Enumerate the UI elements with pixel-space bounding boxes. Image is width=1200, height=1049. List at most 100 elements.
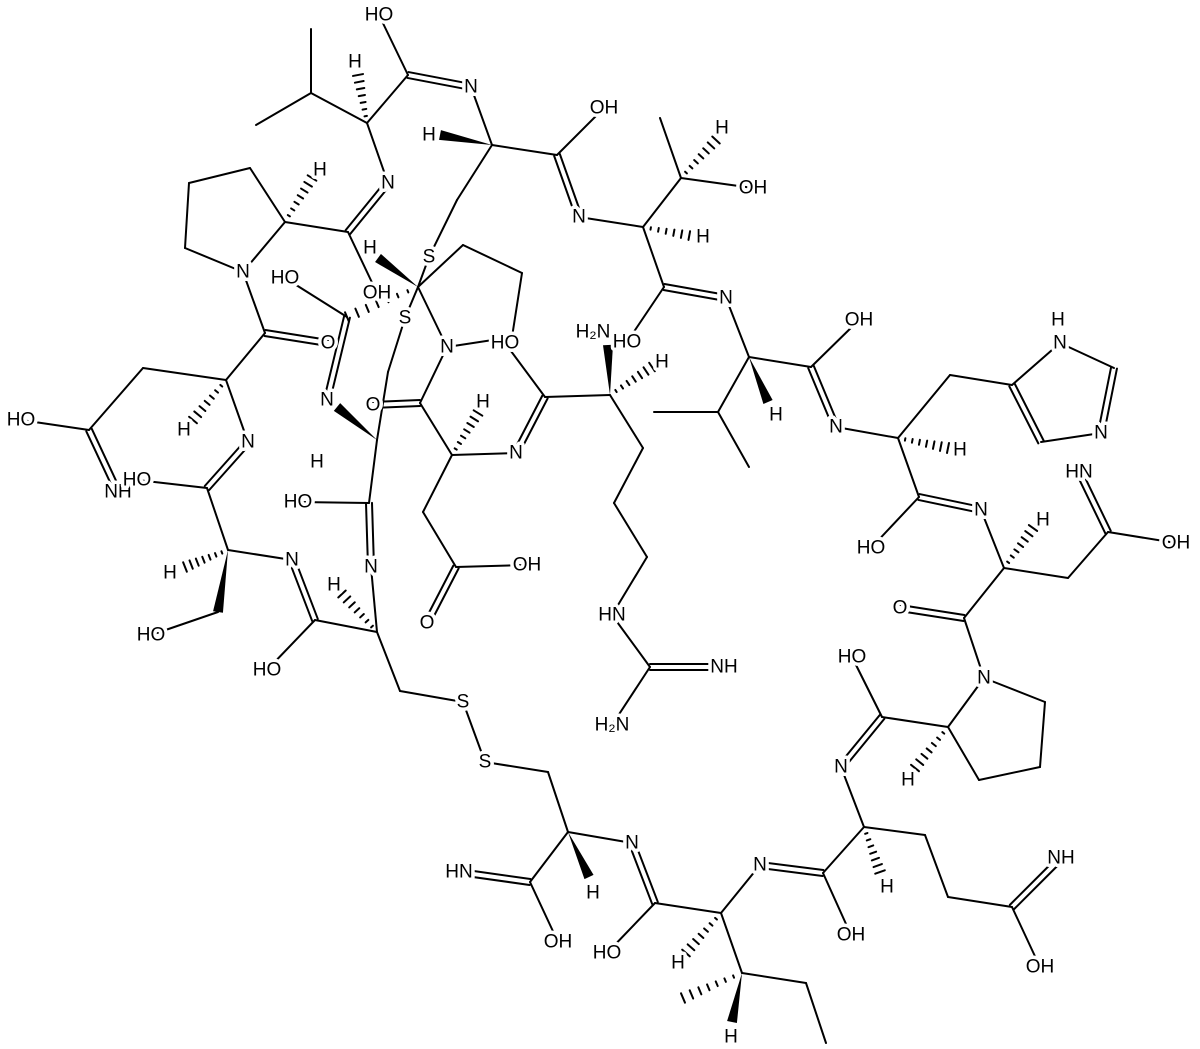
hash-stroke — [714, 980, 719, 988]
atom-label: S — [479, 752, 492, 773]
hash-stroke — [1006, 560, 1011, 565]
atom-label: H — [769, 405, 783, 426]
bond-single — [1040, 432, 1102, 443]
hash-stroke — [353, 607, 361, 614]
bond-single — [399, 690, 464, 703]
bond-double — [1013, 859, 1065, 911]
bond-single — [741, 972, 807, 984]
bond-hashed — [182, 550, 224, 573]
bond-single — [609, 394, 644, 449]
bond-double — [349, 183, 392, 235]
hash-stroke — [664, 227, 668, 235]
hash-stroke — [463, 428, 471, 434]
hash-stroke — [208, 394, 215, 400]
atom-label: N — [625, 833, 639, 854]
hash-stroke — [714, 916, 718, 921]
bond-single — [227, 549, 293, 561]
hash-stroke — [188, 559, 194, 570]
bond-wedge — [603, 344, 613, 395]
hash-stroke — [917, 438, 921, 446]
bond-single — [314, 619, 378, 633]
hash-stroke — [924, 439, 929, 448]
hash-stroke — [188, 415, 198, 425]
hash-stroke — [870, 856, 881, 862]
hash-stroke — [395, 292, 400, 299]
atom-label: HO — [137, 625, 166, 646]
hash-stroke — [370, 624, 374, 629]
bond-single — [840, 766, 865, 828]
atom-label: OH — [1162, 533, 1191, 554]
bond-single — [347, 231, 378, 294]
hash-stroke — [723, 977, 727, 983]
bond-double — [371, 399, 421, 404]
hash-stroke — [354, 307, 360, 318]
hash-stroke — [864, 832, 869, 835]
atom-label: N — [829, 417, 843, 438]
hash-stroke — [648, 361, 656, 373]
bond-hashed — [286, 174, 318, 218]
hash-stroke — [220, 550, 224, 555]
bond-single — [556, 107, 605, 156]
bond-wedge — [568, 832, 594, 880]
bond-single — [284, 221, 349, 233]
bond-single — [1039, 701, 1046, 768]
atom-label: HO — [857, 538, 886, 559]
atom-label: O — [366, 395, 381, 416]
atom-label: OH — [739, 178, 768, 199]
bond-single — [654, 902, 722, 914]
bond-single — [863, 826, 926, 836]
bond-single — [422, 454, 453, 513]
bond-single — [249, 167, 286, 223]
bond-single — [462, 701, 486, 763]
atom-label: H — [310, 452, 324, 473]
bond-double — [633, 840, 659, 903]
bond-single — [963, 617, 985, 679]
bond-double — [365, 502, 370, 569]
atom-label: HO — [284, 492, 313, 513]
bond-single — [378, 14, 409, 76]
atom-label: HO — [491, 333, 520, 354]
hash-stroke — [182, 561, 188, 573]
bond-hashed — [910, 731, 946, 773]
bond-single — [1011, 906, 1041, 968]
atom-label: H₂N — [576, 322, 611, 343]
bond-single — [376, 631, 401, 692]
bond-single — [924, 834, 949, 898]
hash-stroke — [406, 289, 410, 294]
bond-single — [184, 182, 190, 249]
hash-stroke — [931, 440, 936, 450]
bond-hashed — [684, 135, 721, 175]
hash-stroke — [687, 230, 692, 241]
atom-label: H — [313, 160, 327, 181]
bond-single — [611, 556, 648, 616]
bond-double — [837, 714, 881, 767]
bond-single — [805, 982, 827, 1044]
atom-label: OH — [1026, 957, 1055, 978]
bond-single — [419, 346, 448, 404]
bond-single — [611, 614, 651, 668]
bond-single — [642, 177, 682, 228]
bond-single — [455, 564, 528, 568]
hash-stroke — [351, 73, 365, 77]
bond-double — [323, 315, 346, 401]
atom-label: N — [572, 207, 586, 228]
bond-single — [511, 272, 523, 338]
bond-double — [407, 71, 473, 86]
bond-single — [504, 342, 546, 398]
hash-stroke — [695, 230, 699, 244]
bond-single — [417, 256, 430, 288]
hash-stroke — [706, 141, 716, 150]
atom-label: OH — [837, 925, 866, 946]
bond-single — [611, 666, 651, 726]
bond-hashed — [337, 589, 374, 629]
hash-stroke — [697, 153, 705, 160]
bond-hashed — [680, 974, 736, 1004]
hash-stroke — [657, 227, 660, 233]
hash-stroke — [702, 147, 710, 155]
atom-label: H — [901, 770, 915, 791]
atom-label: H — [671, 953, 685, 974]
atom-label: H — [1036, 510, 1050, 531]
atom-label: H — [327, 575, 341, 596]
bond-single — [822, 826, 865, 874]
bond-hashed — [864, 832, 886, 875]
